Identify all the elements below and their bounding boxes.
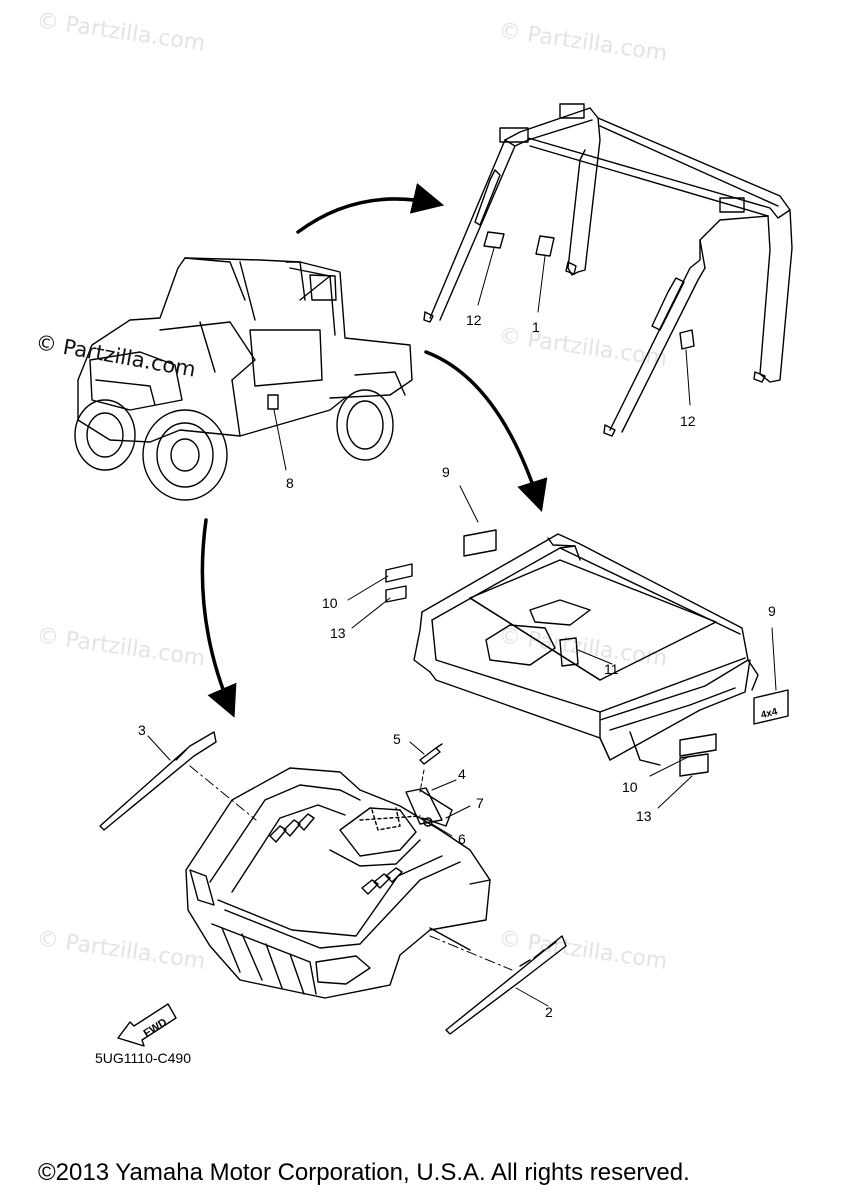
arrow-to-hood bbox=[200, 518, 237, 718]
fwd-label: FWD bbox=[142, 1016, 170, 1039]
vehicle bbox=[74, 257, 413, 501]
diagram-code: 5UG1110-C490 bbox=[95, 1050, 191, 1066]
callout-7: 7 bbox=[476, 795, 484, 811]
callout-1: 1 bbox=[532, 319, 540, 335]
callout-8: 8 bbox=[286, 475, 294, 491]
callout-11: 11 bbox=[604, 661, 619, 677]
cage-leaders bbox=[477, 247, 691, 406]
leader-2b bbox=[515, 987, 549, 1007]
callout-10: 10 bbox=[622, 779, 638, 795]
leader-2 bbox=[429, 935, 513, 971]
cargo-bed bbox=[385, 529, 789, 777]
hood-small-leaders bbox=[409, 741, 471, 837]
callout-9: 9 bbox=[442, 464, 450, 480]
callout-4: 4 bbox=[458, 766, 466, 782]
callout-5: 5 bbox=[393, 731, 401, 747]
callout-3: 3 bbox=[138, 722, 146, 738]
callout-13: 13 bbox=[636, 808, 652, 824]
copyright: ©2013 Yamaha Motor Corporation, U.S.A. A… bbox=[38, 1159, 690, 1186]
side-stripe-left bbox=[99, 731, 217, 831]
vehicle-leader bbox=[273, 409, 287, 471]
callout-12: 12 bbox=[466, 312, 482, 328]
hood-small-parts bbox=[405, 743, 453, 827]
bed-leaders bbox=[347, 485, 777, 809]
fwd-arrow bbox=[117, 1003, 177, 1047]
callout-9: 9 bbox=[768, 603, 776, 619]
arrow-to-cage bbox=[296, 182, 445, 234]
callout-12: 12 bbox=[680, 413, 696, 429]
front-hood bbox=[185, 767, 491, 999]
callout-10: 10 bbox=[322, 595, 338, 611]
roll-cage bbox=[423, 103, 793, 437]
leader-3b bbox=[147, 735, 171, 761]
arrow-to-bed bbox=[424, 350, 548, 513]
callout-2: 2 bbox=[545, 1004, 553, 1020]
leader-3 bbox=[189, 765, 257, 821]
side-stripe-right bbox=[445, 935, 567, 1035]
callout-6: 6 bbox=[458, 831, 466, 847]
decal-4x4-label: 4x4 bbox=[760, 706, 779, 721]
callout-13: 13 bbox=[330, 625, 346, 641]
